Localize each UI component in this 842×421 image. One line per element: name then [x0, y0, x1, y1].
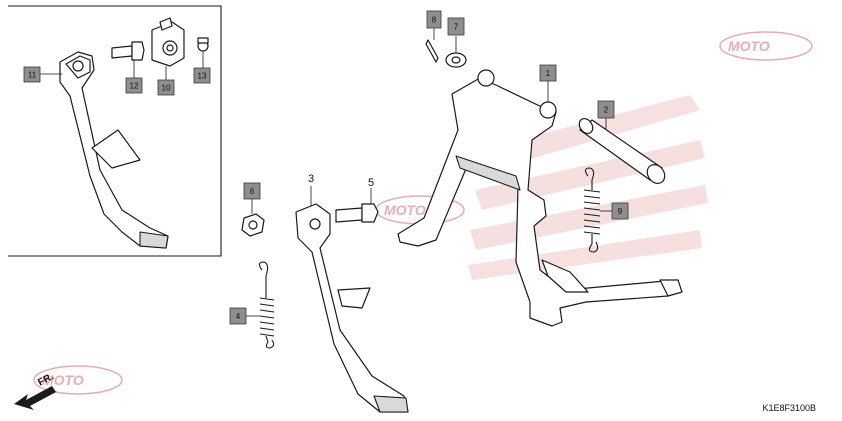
- svg-text:MOTO: MOTO: [42, 372, 84, 388]
- part-2-stand-pivot-shaft: [578, 117, 666, 184]
- svg-text:4: 4: [236, 312, 241, 321]
- part-13-bolt: [197, 37, 209, 52]
- svg-text:MOTO: MOTO: [384, 202, 426, 218]
- callout-1: 1: [539, 64, 557, 82]
- svg-text:2: 2: [604, 106, 609, 115]
- part-4-spring: [258, 261, 275, 349]
- callout-6: 6: [243, 182, 261, 200]
- part-8-cotter-pin: [425, 39, 439, 63]
- svg-text:9: 9: [618, 207, 623, 216]
- svg-text:13: 13: [198, 72, 207, 81]
- inset-frame: [8, 5, 222, 257]
- front-direction-arrow-icon: [14, 386, 56, 410]
- svg-text:6: 6: [250, 187, 255, 196]
- svg-text:7: 7: [454, 23, 459, 32]
- part-9-spring: [583, 167, 601, 253]
- svg-text:10: 10: [162, 84, 171, 93]
- svg-text:12: 12: [130, 82, 139, 91]
- callout-12: 12: [125, 77, 143, 94]
- callout-7: 7: [447, 17, 465, 36]
- part-11-side-stand-assembly: [59, 51, 169, 249]
- callout-4: 4: [229, 307, 247, 325]
- callout-8: 8: [426, 10, 442, 29]
- part-7-washer: [445, 52, 467, 68]
- callout-11: 11: [23, 66, 41, 83]
- part-6-nut: [241, 213, 265, 237]
- part-12-pivot-bolt: [111, 41, 145, 61]
- moto-watermark-top-right: MOTO: [719, 31, 813, 61]
- svg-text:11: 11: [28, 71, 37, 80]
- callout-3: 3: [308, 173, 314, 185]
- drawing-code: K1E8F3100B: [762, 403, 816, 413]
- part-3-side-stand: [295, 203, 409, 413]
- svg-text:MOTO: MOTO: [728, 38, 770, 54]
- callout-5: 5: [368, 177, 374, 189]
- callout-10: 10: [157, 79, 175, 96]
- callout-2: 2: [597, 100, 615, 119]
- callout-9: 9: [611, 202, 629, 220]
- svg-text:8: 8: [432, 16, 437, 25]
- moto-watermark-bottom-left: MOTO: [33, 365, 123, 395]
- part-10-stand-switch: [151, 17, 185, 67]
- svg-text:1: 1: [546, 69, 551, 78]
- part-1-main-stand: [397, 69, 683, 327]
- callout-13: 13: [193, 67, 211, 84]
- part-5-pivot-bolt: [335, 203, 379, 223]
